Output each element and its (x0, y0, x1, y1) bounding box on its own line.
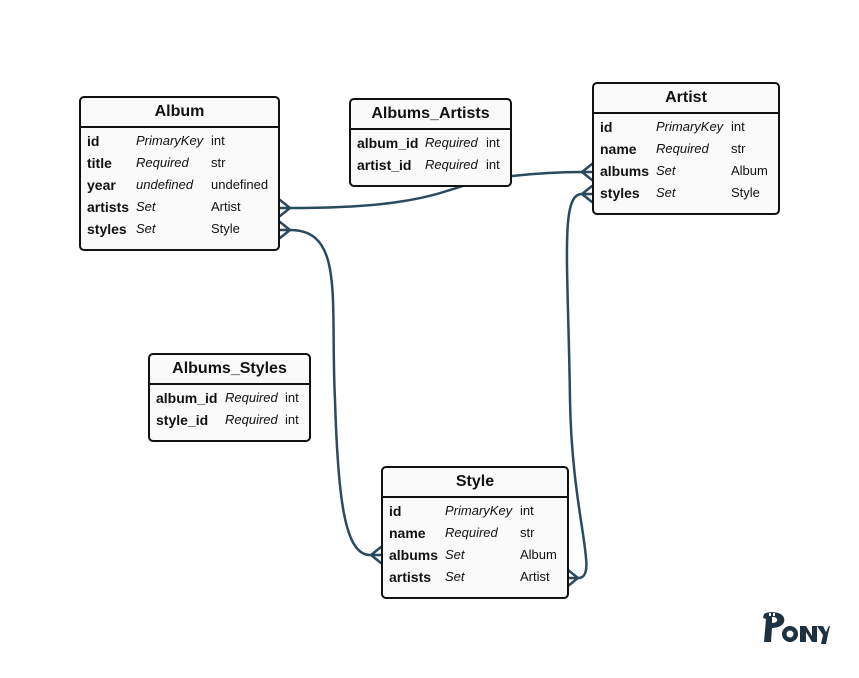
attribute-type: Album (520, 547, 557, 562)
attribute-name: artists (389, 569, 432, 585)
entity-title: Style (383, 468, 567, 498)
attribute-type: Album (731, 163, 768, 178)
attribute-kind: Set (136, 199, 156, 214)
attribute-type: int (486, 157, 500, 172)
attribute-type: Style (211, 221, 240, 236)
attribute-name: albums (389, 547, 439, 563)
attribute-kind: Required (445, 525, 498, 540)
attribute-row: title Required str (81, 152, 278, 174)
attribute-type: int (731, 119, 745, 134)
attribute-row: artists Set Artist (383, 566, 567, 588)
attribute-row: name Required str (594, 138, 778, 160)
attribute-name: id (600, 119, 613, 135)
attribute-row: year undefined undefined (81, 174, 278, 196)
attribute-type: str (520, 525, 535, 540)
attribute-name: styles (87, 221, 127, 237)
attribute-type: undefined (211, 177, 269, 192)
attribute-row: styles Set Style (594, 182, 778, 204)
attribute-type: int (285, 412, 299, 427)
attribute-name: name (389, 525, 426, 541)
attribute-row: albums Set Album (383, 544, 567, 566)
entity-style[interactable]: Style id PrimaryKey int name Required st… (381, 466, 569, 599)
attribute-type: int (486, 135, 500, 150)
attribute-kind: PrimaryKey (445, 503, 513, 518)
attribute-name: year (87, 177, 116, 193)
attribute-row: album_id Required int (351, 132, 510, 154)
attribute-kind: PrimaryKey (656, 119, 724, 134)
attribute-name: styles (600, 185, 640, 201)
entity-title: Artist (594, 84, 778, 114)
attribute-name: id (87, 133, 100, 149)
crowfoot-artist-albums (579, 162, 594, 182)
attribute-row: artists Set Artist (81, 196, 278, 218)
attribute-kind: Required (136, 155, 189, 170)
crowfoot-style-artists (566, 568, 581, 588)
entity-title: Albums_Styles (150, 355, 309, 385)
connector-album-style (288, 228, 372, 557)
crowfoot-style-albums (368, 545, 383, 565)
attribute-row: id PrimaryKey int (81, 130, 278, 152)
entity-title: Album (81, 98, 278, 128)
entity-artist[interactable]: Artist id PrimaryKey int name Required s… (592, 82, 780, 215)
attribute-type: Artist (211, 199, 241, 214)
attribute-row: album_id Required int (150, 387, 309, 409)
attribute-kind: Set (445, 547, 465, 562)
attribute-kind: Set (656, 185, 676, 200)
attribute-name: title (87, 155, 112, 171)
attribute-type: Style (731, 185, 760, 200)
entity-album[interactable]: Album id PrimaryKey int title Required s… (79, 96, 280, 251)
attribute-kind: Required (656, 141, 709, 156)
attribute-kind: Set (445, 569, 465, 584)
attribute-row: id PrimaryKey int (594, 116, 778, 138)
attribute-row: albums Set Album (594, 160, 778, 182)
attribute-name: artists (87, 199, 130, 215)
attribute-type: int (211, 133, 225, 148)
attribute-row: styles Set Style (81, 218, 278, 240)
pony-logo (763, 612, 830, 644)
attribute-type: Artist (520, 569, 550, 584)
attribute-row: id PrimaryKey int (383, 500, 567, 522)
attribute-kind: undefined (136, 177, 194, 192)
attribute-type: str (731, 141, 746, 156)
attribute-name: id (389, 503, 402, 519)
crowfoot-album-styles (278, 220, 293, 240)
attribute-type: str (211, 155, 226, 170)
attribute-row: style_id Required int (150, 409, 309, 431)
entity-albums-artists[interactable]: Albums_Artists album_id Required int art… (349, 98, 512, 187)
attribute-name: style_id (156, 412, 209, 428)
attribute-kind: PrimaryKey (136, 133, 204, 148)
attribute-name: album_id (156, 390, 218, 406)
attribute-kind: Required (225, 412, 278, 427)
attribute-kind: Required (425, 157, 478, 172)
attribute-kind: Set (656, 163, 676, 178)
attribute-type: int (520, 503, 534, 518)
attribute-kind: Set (136, 221, 156, 236)
attribute-row: name Required str (383, 522, 567, 544)
attribute-kind: Required (225, 390, 278, 405)
attribute-kind: Required (425, 135, 478, 150)
attribute-row: artist_id Required int (351, 154, 510, 176)
connector-artist-style (565, 192, 588, 580)
attribute-name: album_id (357, 135, 419, 151)
attribute-name: artist_id (357, 157, 412, 173)
entity-albums-styles[interactable]: Albums_Styles album_id Required int styl… (148, 353, 311, 442)
attribute-name: albums (600, 163, 650, 179)
crowfoot-album-artists (278, 198, 293, 218)
entity-title: Albums_Artists (351, 100, 510, 130)
crowfoot-artist-styles (579, 184, 594, 204)
attribute-name: name (600, 141, 637, 157)
attribute-type: int (285, 390, 299, 405)
